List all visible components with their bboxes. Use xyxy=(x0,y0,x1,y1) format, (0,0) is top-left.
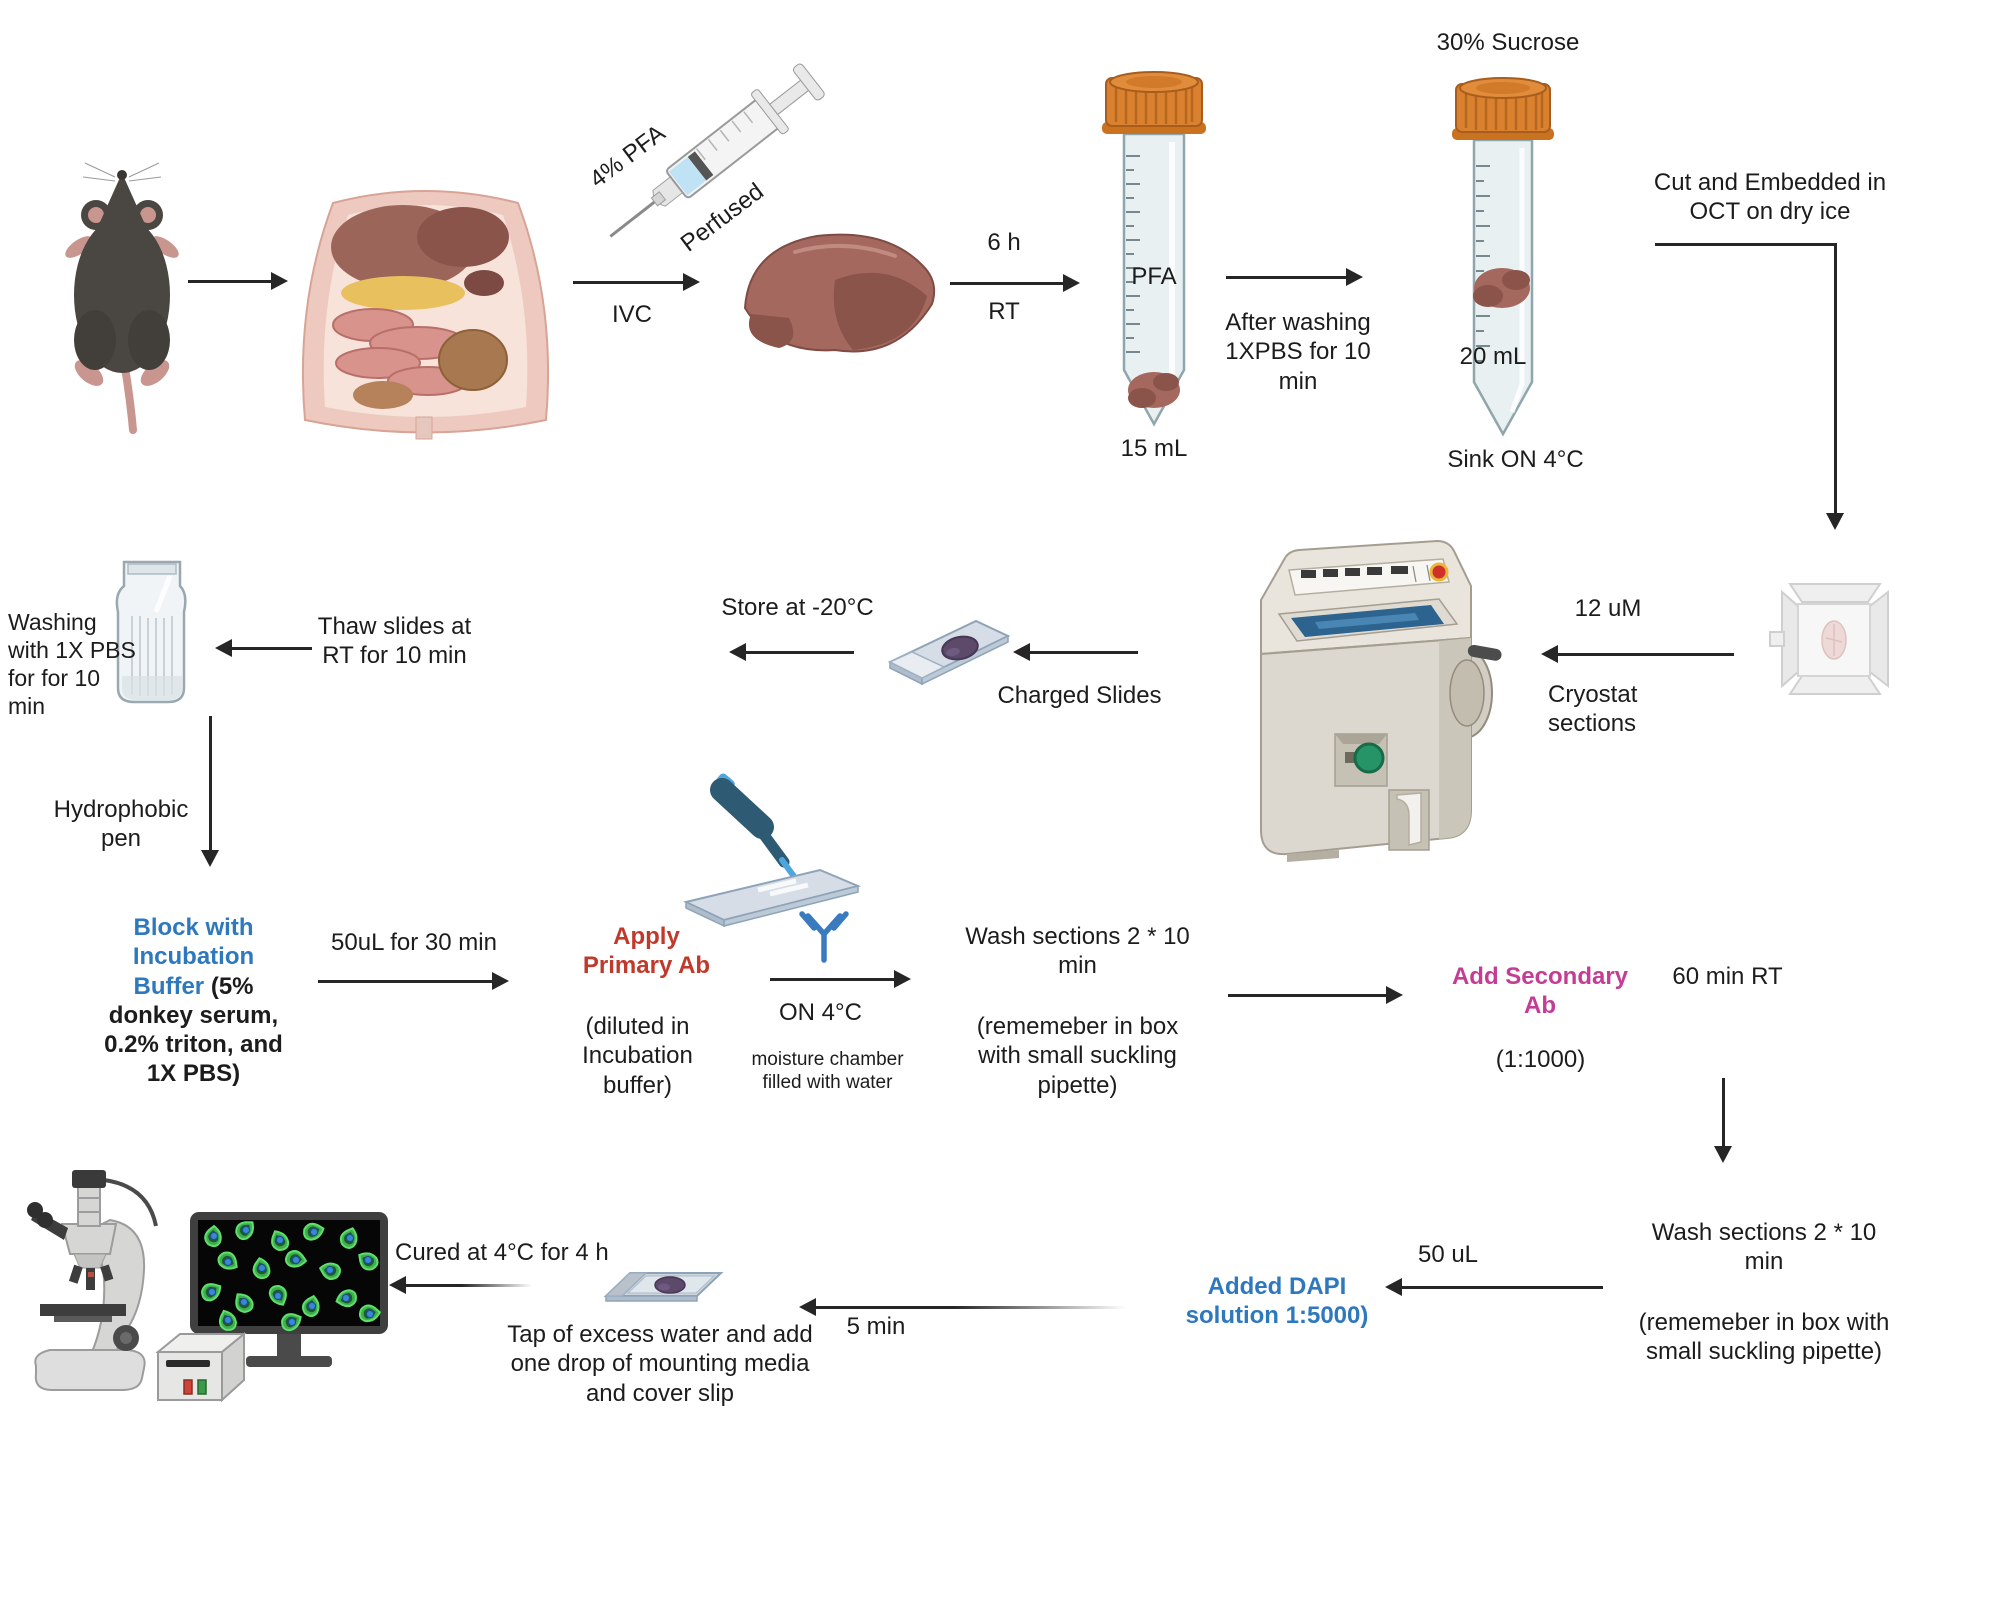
wash2-title: Wash sections 2 * 10 min xyxy=(965,923,1190,980)
pfa-tube-label: PFA xyxy=(1131,263,1177,290)
wash3-title: Wash sections 2 * 10 min xyxy=(1651,1219,1877,1276)
arrow-mouse-to-dissection xyxy=(188,272,288,290)
arrow-wash-pbs xyxy=(1226,268,1363,286)
sink-on-label: Sink ON 4°C xyxy=(1447,446,1584,473)
charged-slides-label: Charged Slides xyxy=(997,682,1162,709)
pipette-icon xyxy=(683,773,862,963)
primary-ab-label: Apply Primary Ab xyxy=(582,923,711,980)
sucrose-tube-volume: 20 mL xyxy=(1459,343,1527,370)
cryostat-sections-label: Cryostat sections xyxy=(1548,681,1638,738)
arrow-store xyxy=(729,643,854,661)
coplin-jar-icon xyxy=(115,560,187,704)
arrow-embedding-horizontal xyxy=(1655,243,1837,246)
conical-tube-pfa-icon xyxy=(1102,71,1206,427)
fluorescence-monitor-icon xyxy=(190,1212,388,1367)
liver-icon xyxy=(743,233,936,353)
pfa-tube-volume: 15 mL xyxy=(1120,435,1188,462)
wash2-note: (rememeber in box with small suckling pi… xyxy=(976,1013,1179,1099)
mouse-icon xyxy=(65,162,179,434)
microscope-icon xyxy=(27,1170,158,1391)
fixation-duration-label: 6 h xyxy=(987,229,1021,256)
arrow-dapi xyxy=(1385,1278,1603,1296)
hydrophobic-label: Hydrophobic pen xyxy=(53,796,189,853)
arrow-fixation xyxy=(950,274,1080,292)
dapi-volume-label: 50 uL xyxy=(1417,1241,1479,1268)
moisture-chamber-note: moisture chamber filled with water xyxy=(751,1049,904,1094)
section-thickness-label: 12 uM xyxy=(1574,595,1642,622)
arrow-perfusion xyxy=(573,273,700,291)
arrow-hydrophobic xyxy=(201,716,219,867)
thaw-label: Thaw slides at RT for 10 min xyxy=(317,613,472,670)
perfusion-route-label: IVC xyxy=(611,301,652,328)
dapi-duration-label: 5 min xyxy=(846,1313,906,1340)
controller-box-icon xyxy=(155,1331,247,1403)
primary-ab-detail: (diluted in Incubation buffer) xyxy=(582,1013,693,1099)
arrow-mounting xyxy=(799,1298,1126,1316)
curing-label: Cured at 4°C for 4 h xyxy=(395,1239,609,1266)
blocking-detail: (5% donkey serum, 0.2% triton, and 1X PB… xyxy=(104,972,283,1088)
conical-tube-sucrose-icon xyxy=(1452,77,1554,437)
arrow-blocking xyxy=(318,972,509,990)
fixation-temp-label: RT xyxy=(988,298,1020,325)
cryostat-machine-icon xyxy=(1260,539,1502,862)
store-label: Store at -20°C xyxy=(721,594,874,621)
tissue-cassette-icon xyxy=(1769,583,1889,695)
dissected-mouse-icon xyxy=(301,190,550,440)
arrow-thaw xyxy=(215,639,312,657)
sucrose-title: 30% Sucrose xyxy=(1436,29,1580,56)
arrow-wash3 xyxy=(1714,1078,1732,1163)
primary-condition-label: ON 4°C xyxy=(779,999,862,1026)
after-washing-label: After washing 1XPBS for 10 min xyxy=(1225,309,1371,395)
blocking-highlight: Block with Incubation Buffer xyxy=(132,914,255,1000)
dapi-label: Added DAPI solution 1:5000) xyxy=(1185,1273,1369,1330)
blocking-condition-label: 50uL for 30 min xyxy=(331,929,497,956)
arrow-embedding-vertical xyxy=(1826,243,1844,530)
arrow-charged-slides xyxy=(1013,643,1138,661)
arrow-curing xyxy=(389,1276,532,1294)
arrow-cryostat-sections xyxy=(1541,645,1734,663)
secondary-condition-label: 60 min RT xyxy=(1672,963,1783,990)
secondary-dilution-label: (1:1000) xyxy=(1495,1046,1586,1073)
mounted-slide-icon xyxy=(603,1272,724,1302)
microscope-slide-icon xyxy=(887,619,1011,686)
cut-embed-label: Cut and Embedded in OCT on dry ice xyxy=(1653,169,1887,226)
syringe-icon xyxy=(609,63,825,238)
secondary-ab-label: Add Secondary Ab xyxy=(1451,963,1629,1020)
wash3-note: (rememeber in box with small suckling pi… xyxy=(1638,1309,1890,1366)
blocking-label: Block with Incubation Buffer (5% donkey … xyxy=(96,913,291,1089)
mounting-label: Tap of excess water and add one drop of … xyxy=(507,1321,813,1407)
washing1-label: Washing with 1X PBS for for 10 min xyxy=(8,609,136,720)
arrow-primary xyxy=(770,970,911,988)
arrow-secondary xyxy=(1228,986,1403,1004)
